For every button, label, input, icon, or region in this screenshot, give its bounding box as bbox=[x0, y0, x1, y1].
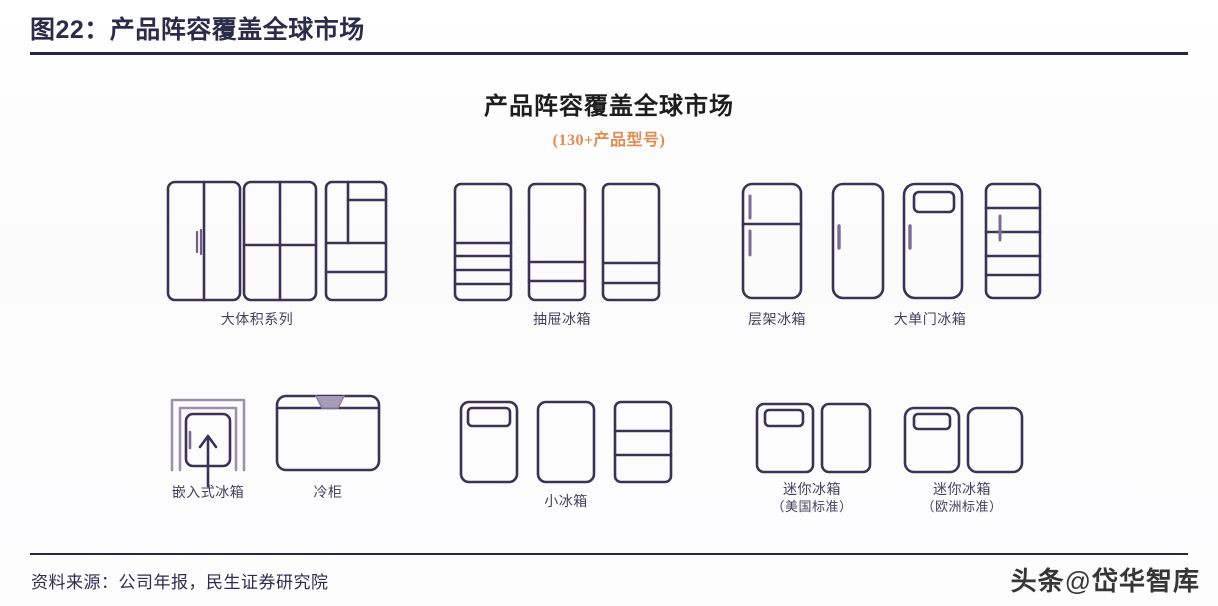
group-label-mini-fridge-us: 迷你冰箱 （美国标准） bbox=[737, 480, 887, 516]
watermark-name: 岱华智库 bbox=[1091, 566, 1200, 596]
fridge-small-shelves bbox=[613, 400, 673, 484]
group-label-built-in-fridge: 嵌入式冰箱 bbox=[133, 483, 283, 501]
source-note: 资料来源：公司年报，民生证券研究院 bbox=[31, 573, 329, 592]
fridge-mini-eu-a bbox=[903, 406, 961, 474]
group-label-text: 小冰箱 bbox=[544, 493, 588, 509]
group-label-text: 抽屉冰箱 bbox=[533, 311, 591, 327]
watermark-prefix: 头条 bbox=[1010, 566, 1065, 596]
group-label-text: 迷你冰箱 bbox=[933, 481, 991, 497]
group-label-text: 迷你冰箱 bbox=[783, 481, 841, 497]
fridge-large-multidoor bbox=[324, 180, 388, 302]
group-label-drawer-fridge: 抽屉冰箱 bbox=[477, 310, 647, 328]
page-title: 图22：产品阵容覆盖全球市场 bbox=[30, 16, 365, 44]
group-label-text: 大单门冰箱 bbox=[893, 311, 967, 327]
fridge-large-fourdoor bbox=[242, 180, 318, 302]
fridge-mini-us-b bbox=[820, 402, 872, 474]
group-label-note: （美国标准） bbox=[771, 499, 853, 514]
fridge-mini-eu-b bbox=[966, 406, 1024, 474]
group-label-mini-fridge-eu: 迷你冰箱 （欧洲标准） bbox=[887, 480, 1037, 516]
figure-header: 图22：产品阵容覆盖全球市场 bbox=[30, 14, 1190, 46]
fridge-large-sidebyside bbox=[166, 180, 242, 302]
fridge-drawer-c bbox=[601, 182, 661, 302]
fridge-drawer-b bbox=[527, 182, 587, 302]
group-label-large-volume: 大体积系列 bbox=[172, 310, 342, 328]
header-divider bbox=[30, 52, 1188, 55]
group-label-large-single-door: 大单门冰箱 bbox=[855, 310, 1005, 328]
group-label-text: 大体积系列 bbox=[220, 311, 294, 327]
fridge-small-topbox bbox=[459, 400, 519, 484]
group-label-text: 层架冰箱 bbox=[748, 311, 806, 327]
chart-title-block: 产品阵容覆盖全球市场 (130+产品型号) bbox=[0, 86, 1218, 150]
chart-title: 产品阵容覆盖全球市场 bbox=[484, 94, 734, 120]
fridge-built-in bbox=[170, 398, 246, 488]
group-label-shelf-fridge: 层架冰箱 bbox=[702, 310, 852, 328]
insert-arrow-icon bbox=[198, 434, 218, 488]
chart-subtitle: (130+产品型号) bbox=[552, 132, 666, 149]
group-label-text: 嵌入式冰箱 bbox=[171, 484, 245, 500]
group-label-chest-freezer: 冷柜 bbox=[253, 483, 403, 501]
watermark: 头条@岱华智库 bbox=[1011, 561, 1200, 598]
group-label-text: 冷柜 bbox=[313, 484, 343, 500]
fridge-drawer-a bbox=[453, 182, 513, 302]
fridge-single-door-plain bbox=[831, 182, 885, 300]
footer-divider bbox=[30, 553, 1188, 555]
fridge-mini-us-a bbox=[755, 402, 815, 474]
fridge-small-plain bbox=[536, 400, 596, 484]
group-label-small-fridge: 小冰箱 bbox=[491, 492, 641, 510]
watermark-at: @ bbox=[1064, 566, 1092, 596]
group-label-note: （欧洲标准） bbox=[921, 499, 1003, 514]
fridge-shelf-topfreezer bbox=[741, 182, 803, 300]
fridge-single-door-topbox bbox=[902, 182, 964, 300]
fridge-single-door-shelves bbox=[984, 182, 1042, 300]
chest-freezer bbox=[275, 394, 381, 472]
